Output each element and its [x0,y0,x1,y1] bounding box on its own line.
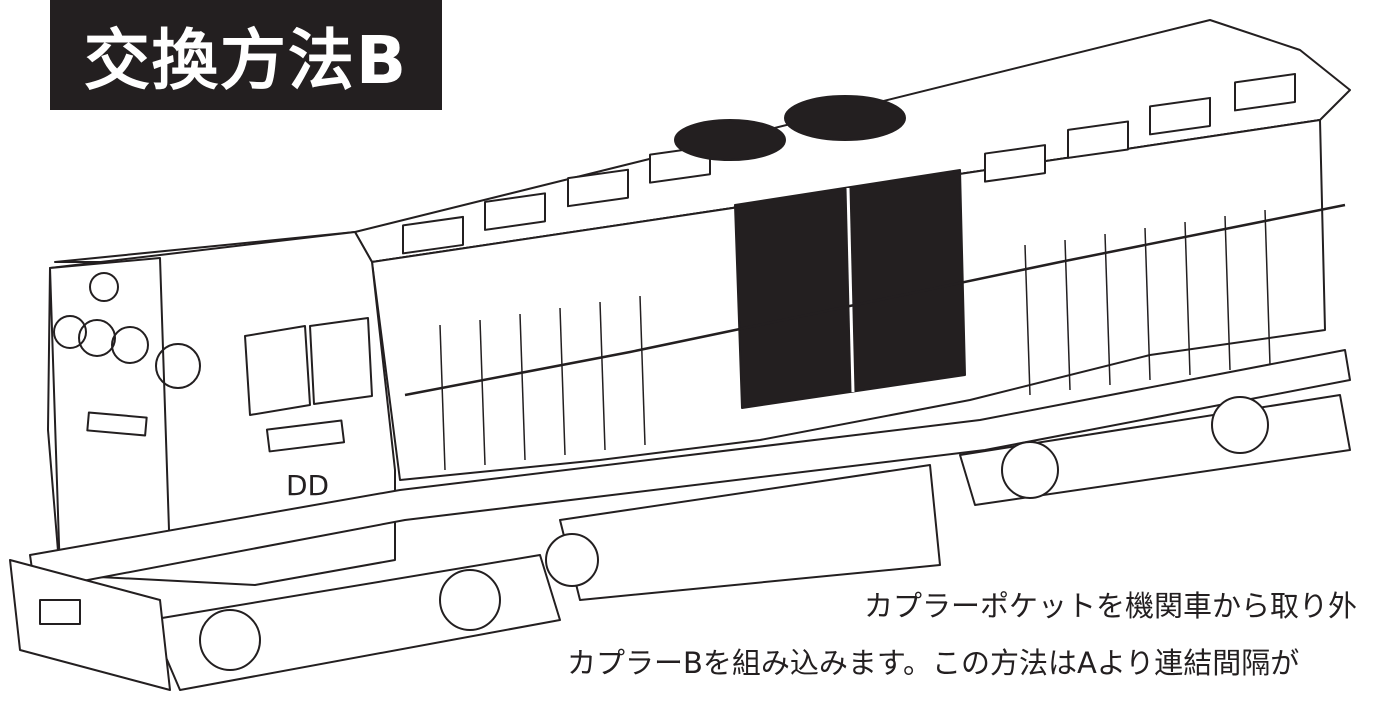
cab-window-1 [244,325,311,416]
page-title: 交換方法B [50,0,442,110]
number-board [265,419,346,453]
front-truck [149,554,561,691]
headlight-right [155,343,201,389]
page-title-text: 交換方法B [83,22,409,99]
caption-line-2: カプラーBを組み込みます。この方法はAより連結間隔が [567,646,1300,680]
cab-front-face [49,257,171,576]
radiator-divider [846,187,855,393]
cab-number-label: DD [286,469,329,502]
front-pilot [9,559,171,691]
headlight-left [53,315,87,349]
headlight-mid [111,326,149,364]
front-coupler [39,599,81,625]
roof-fan-1 [674,119,786,161]
rear-truck [959,394,1351,506]
upper-louvers [402,72,1296,255]
cab-window-2 [309,317,373,405]
fuel-tank-cap [545,533,599,587]
headlight-upper [78,319,116,357]
top-beacon [89,272,119,302]
running-board [29,349,1351,591]
caption-line-1: カプラーポケットを機関車から取り外 [864,589,1358,623]
hood-door-lines [439,209,1271,471]
roof-fan-2 [784,95,906,141]
front-plate [86,411,148,437]
handrail [404,203,1346,397]
